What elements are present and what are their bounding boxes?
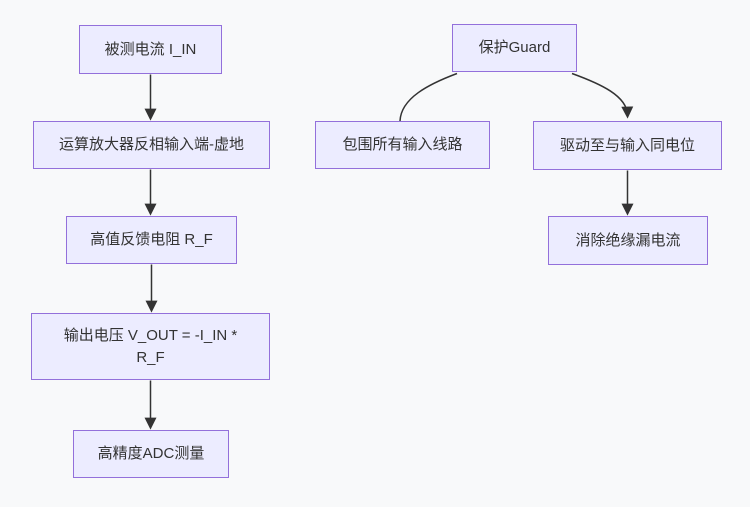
node-surround-input-lines: 包围所有输入线路	[315, 121, 490, 169]
node-guard: 保护Guard	[452, 24, 577, 72]
node-output-voltage: 输出电压 V_OUT = -I_IN * R_F	[31, 313, 270, 380]
edge-guard-to-surround	[399, 72, 458, 122]
node-measured-current: 被测电流 I_IN	[79, 25, 222, 74]
node-eliminate-leakage: 消除绝缘漏电流	[548, 216, 708, 265]
node-adc-measurement: 高精度ADC测量	[73, 430, 229, 478]
node-label: 被测电流 I_IN	[104, 40, 197, 58]
node-feedback-resistor: 高值反馈电阻 R_F	[66, 216, 237, 264]
node-opamp-virtual-ground: 运算放大器反相输入端-虚地	[33, 121, 270, 169]
edge-guard-to-drive	[571, 72, 634, 119]
node-label: 保护Guard	[478, 39, 551, 57]
node-label: 高精度ADC测量	[97, 445, 205, 463]
node-label: 运算放大器反相输入端-虚地	[59, 136, 244, 154]
node-label: 包围所有输入线路	[342, 136, 463, 154]
node-label: 驱动至与输入同电位	[559, 136, 695, 154]
node-label: 消除绝缘漏电流	[575, 231, 681, 249]
node-label: 输出电压 V_OUT = -I_IN * R_F	[63, 326, 238, 366]
node-drive-same-potential: 驱动至与输入同电位	[533, 121, 722, 170]
node-label: 高值反馈电阻 R_F	[90, 231, 213, 249]
